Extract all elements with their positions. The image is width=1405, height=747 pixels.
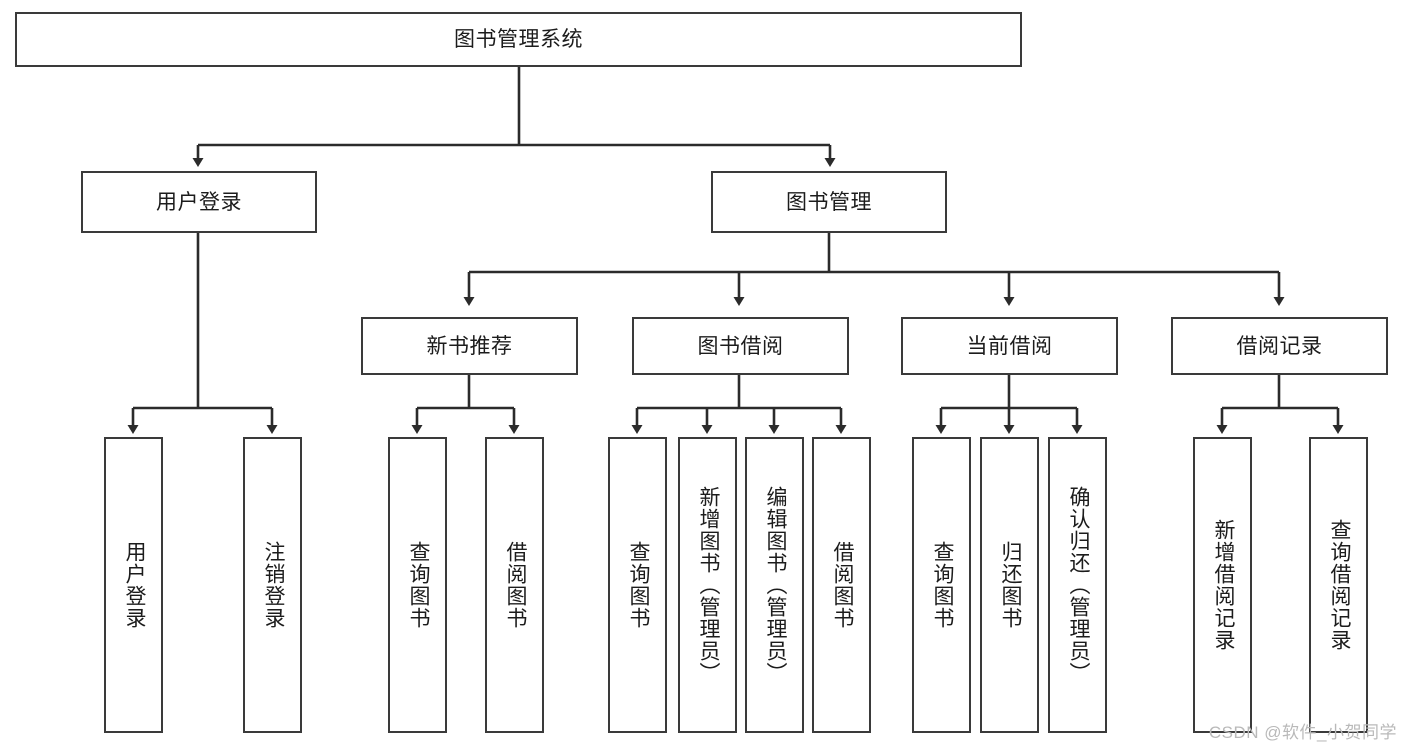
node-leaf-logout-login[interactable]: 注销登录	[243, 437, 302, 733]
node-leaf-user-login[interactable]: 用户登录	[104, 437, 163, 733]
node-current-borrow-label: 当前借阅	[966, 334, 1053, 358]
node-user-login[interactable]: 用户登录	[81, 171, 317, 233]
node-borrow-record[interactable]: 借阅记录	[1171, 317, 1388, 375]
node-leaf-query-book-3-label: 查询图书	[930, 541, 954, 629]
node-user-login-label: 用户登录	[156, 190, 242, 214]
node-leaf-query-book-1[interactable]: 查询图书	[388, 437, 447, 733]
node-root-system[interactable]: 图书管理系统	[15, 12, 1022, 67]
node-leaf-edit-book-label: 编辑图书（管理员）	[763, 486, 787, 684]
node-leaf-logout-login-label: 注销登录	[261, 541, 285, 629]
csdn-watermark: CSDN @软件_小贺同学	[1208, 723, 1397, 742]
node-book-manage-label: 图书管理	[786, 190, 872, 214]
node-leaf-return-book-label: 归还图书	[998, 541, 1022, 629]
node-leaf-add-book[interactable]: 新增图书（管理员）	[678, 437, 737, 733]
node-leaf-return-book[interactable]: 归还图书	[980, 437, 1039, 733]
node-leaf-user-login-label: 用户登录	[122, 541, 146, 629]
node-leaf-borrow-book-1-label: 借阅图书	[503, 541, 527, 629]
node-leaf-borrow-book-1[interactable]: 借阅图书	[485, 437, 544, 733]
node-leaf-confirm-return-label: 确认归还（管理员）	[1066, 486, 1090, 684]
node-leaf-add-record[interactable]: 新增借阅记录	[1193, 437, 1252, 733]
node-leaf-borrow-book-2-label: 借阅图书	[830, 541, 854, 629]
node-leaf-query-book-1-label: 查询图书	[406, 541, 430, 629]
node-leaf-query-record[interactable]: 查询借阅记录	[1309, 437, 1368, 733]
node-book-borrow-label: 图书借阅	[697, 334, 784, 358]
node-leaf-edit-book[interactable]: 编辑图书（管理员）	[745, 437, 804, 733]
node-leaf-add-record-label: 新增借阅记录	[1211, 519, 1235, 651]
node-current-borrow[interactable]: 当前借阅	[901, 317, 1118, 375]
node-leaf-add-book-label: 新增图书（管理员）	[696, 486, 720, 684]
node-book-manage[interactable]: 图书管理	[711, 171, 947, 233]
node-new-book-recommend[interactable]: 新书推荐	[361, 317, 578, 375]
node-leaf-query-book-2-label: 查询图书	[626, 541, 650, 629]
node-borrow-record-label: 借阅记录	[1236, 334, 1323, 358]
node-leaf-confirm-return[interactable]: 确认归还（管理员）	[1048, 437, 1107, 733]
node-leaf-query-book-2[interactable]: 查询图书	[608, 437, 667, 733]
node-book-borrow[interactable]: 图书借阅	[632, 317, 849, 375]
node-leaf-query-book-3[interactable]: 查询图书	[912, 437, 971, 733]
node-leaf-borrow-book-2[interactable]: 借阅图书	[812, 437, 871, 733]
node-new-book-recommend-label: 新书推荐	[426, 334, 513, 358]
node-leaf-query-record-label: 查询借阅记录	[1327, 519, 1351, 651]
node-root-system-label: 图书管理系统	[454, 28, 583, 51]
